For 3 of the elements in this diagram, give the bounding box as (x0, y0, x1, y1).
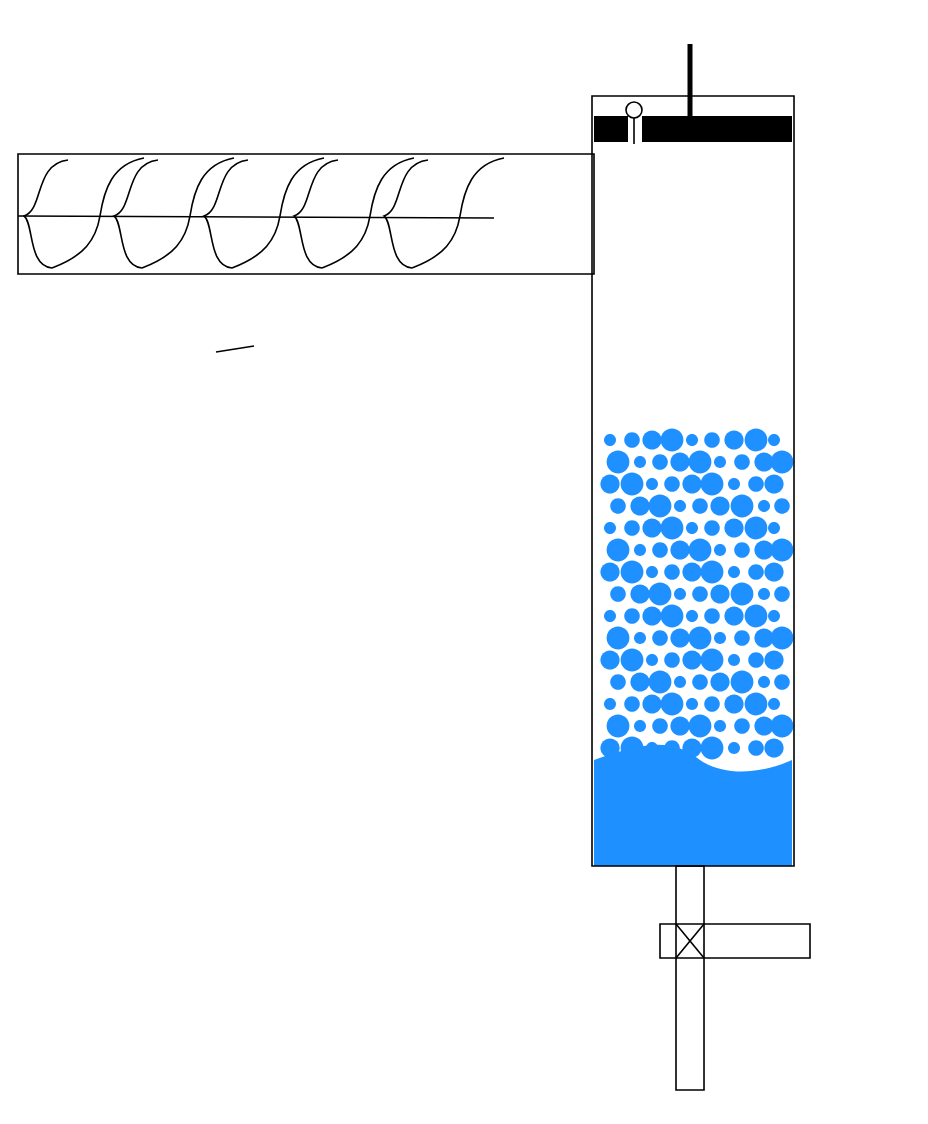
column (591, 95, 795, 867)
screw-conveyor (17, 153, 595, 275)
outlet-pipe (675, 865, 705, 1091)
